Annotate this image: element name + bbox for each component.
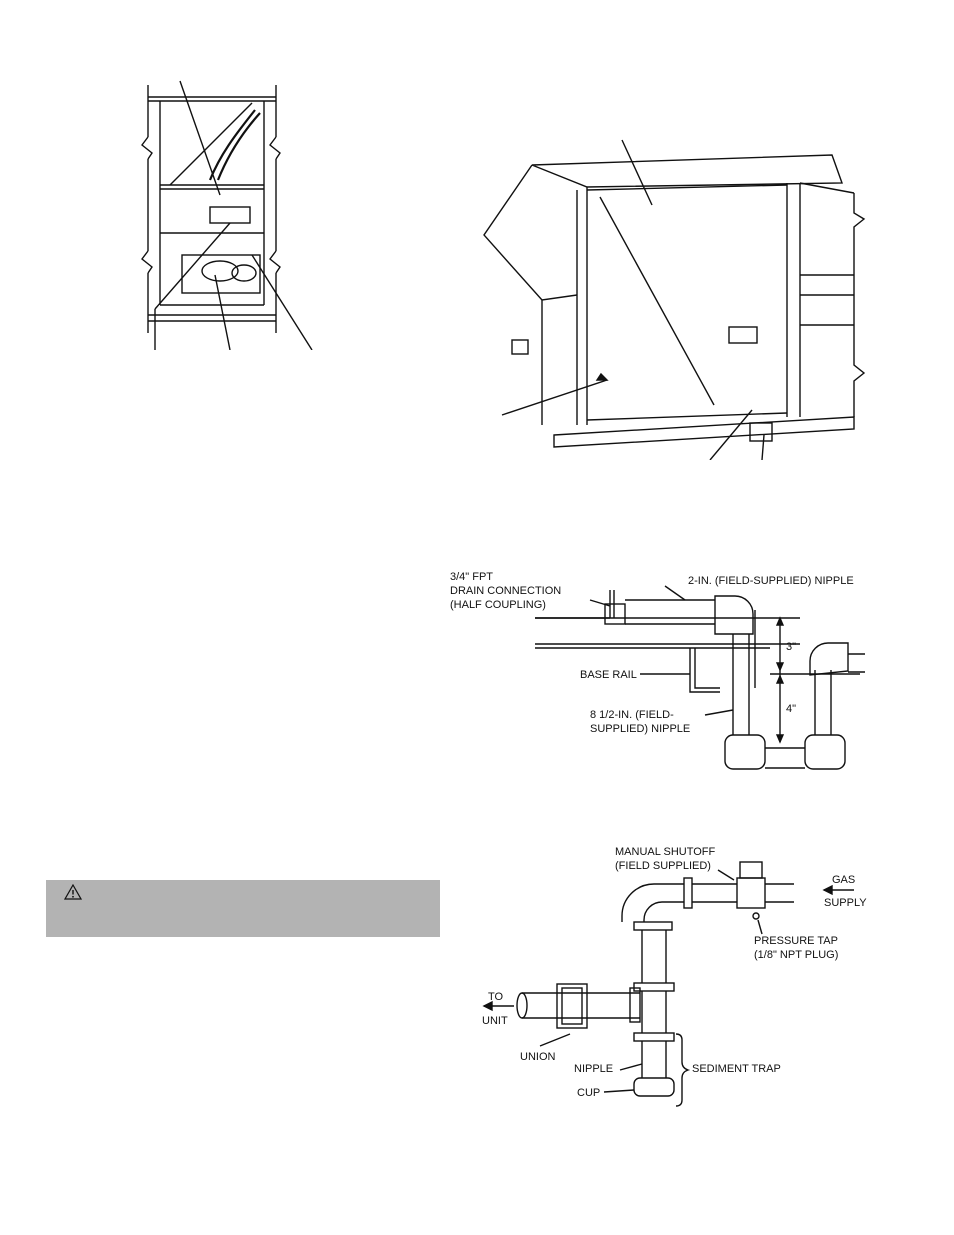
drain-connection-label-line1: 3/4" FPT <box>450 571 493 583</box>
sediment-trap-label: SEDIMENT TRAP <box>692 1063 781 1075</box>
shutoff-label-line2: (FIELD SUPPLIED) <box>615 860 711 872</box>
unit-exterior-figure <box>483 139 866 460</box>
base-rail-label: BASE RAIL <box>580 669 637 681</box>
gas-supply-label-line1: GAS <box>832 874 855 886</box>
to-unit-label-line2: UNIT <box>482 1015 508 1027</box>
to-unit-label-line1: TO <box>488 991 504 1003</box>
drain-connection-label-line3: (HALF COUPLING) <box>450 599 546 611</box>
nipple-top-label: 2-IN. (FIELD-SUPPLIED) NIPPLE <box>688 575 854 587</box>
condensate-drain-figure: 3/4" FPT DRAIN CONNECTION (HALF COUPLING… <box>450 571 865 770</box>
union-label: UNION <box>520 1051 556 1063</box>
pressure-tap-label-line2: (1/8" NPT PLUG) <box>754 949 838 961</box>
dim-upper-label: 3" <box>786 641 796 653</box>
pressure-tap-label-line1: PRESSURE TAP <box>754 935 838 947</box>
gas-supply-label-line2: SUPPLY <box>824 897 867 909</box>
nipple-long-label-line2: SUPPLIED) NIPPLE <box>590 723 690 735</box>
nipple-label: NIPPLE <box>574 1063 613 1075</box>
gas-piping-figure: MANUAL SHUTOFF (FIELD SUPPLIED) GAS SUPP… <box>482 846 867 1107</box>
warning-triangle-icon <box>64 884 82 900</box>
nipple-long-label-line1: 8 1/2-IN. (FIELD- <box>590 709 674 721</box>
dim-lower-label: 4" <box>786 703 796 715</box>
warning-box <box>46 880 440 937</box>
drain-connection-label-line2: DRAIN CONNECTION <box>450 585 561 597</box>
shutoff-label-line1: MANUAL SHUTOFF <box>615 846 716 858</box>
cup-label: CUP <box>577 1087 600 1099</box>
unit-interior-figure <box>141 80 313 350</box>
